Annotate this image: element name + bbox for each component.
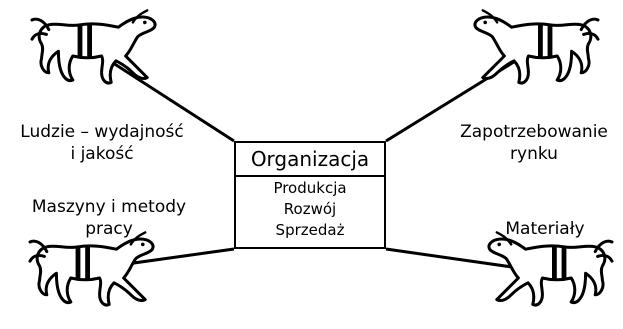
label-bottom-left: Maszyny i metody pracy xyxy=(14,196,204,240)
label-line: Ludzie – wydajność xyxy=(20,122,184,142)
label-line: pracy xyxy=(85,219,133,239)
label-line: Materiały xyxy=(505,219,585,239)
label-line: Zapotrzebowanie xyxy=(460,122,608,142)
horse-icon-bottom-right xyxy=(489,232,612,305)
horse-icon-bottom-left xyxy=(30,232,153,305)
horse-icon-top-left xyxy=(32,10,155,83)
organization-functions-list: Produkcja Rozwój Sprzedaż xyxy=(236,178,384,241)
organization-box: Organizacja Produkcja Rozwój Sprzedaż xyxy=(234,141,386,249)
label-line: rynku xyxy=(510,144,558,164)
connector-line-bottom-right xyxy=(385,247,513,269)
connector-line-top-left xyxy=(95,50,235,143)
organization-title: Organizacja xyxy=(236,143,384,177)
function-item: Sprzedaż xyxy=(275,221,345,239)
function-item: Rozwój xyxy=(283,200,337,218)
function-item: Produkcja xyxy=(273,179,347,197)
label-top-left: Ludzie – wydajność i jakość xyxy=(4,121,200,165)
horse-icon-top-right xyxy=(475,10,598,83)
label-line: Maszyny i metody xyxy=(31,197,187,217)
label-bottom-right: Materiały xyxy=(490,218,600,240)
label-line: i jakość xyxy=(70,144,134,164)
label-top-right: Zapotrzebowanie rynku xyxy=(452,121,616,165)
